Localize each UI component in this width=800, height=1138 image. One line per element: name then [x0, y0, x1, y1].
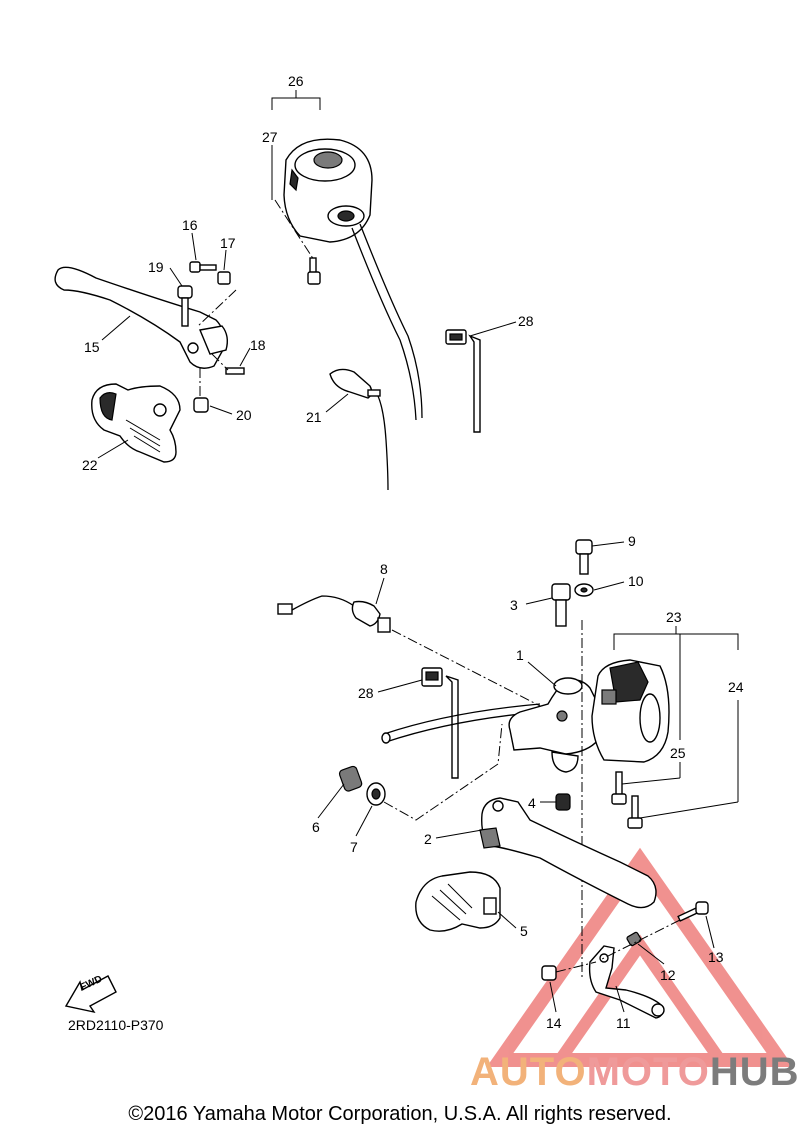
callout-16: 16 — [182, 217, 198, 233]
fwd-arrow-icon — [64, 975, 117, 1014]
diagram-code: 2RD2110-P370 — [68, 1017, 164, 1033]
watermark-logo — [486, 847, 794, 1067]
lever-holder-1 — [508, 677, 599, 773]
cable-band-28-upper — [445, 329, 481, 433]
callout-14: 14 — [546, 1015, 562, 1031]
switch-screw-27 — [274, 199, 321, 285]
assembly-line-18 — [211, 353, 229, 371]
watermark-hub: HUB — [709, 1050, 800, 1094]
callout-labels: 26 27 16 17 19 15 18 20 22 21 28 9 10 8 … — [82, 73, 744, 1031]
callout-20: 20 — [236, 407, 252, 423]
callout-7: 7 — [350, 839, 358, 855]
callout-5: 5 — [520, 923, 528, 939]
screw-25 — [611, 771, 627, 805]
bolt-16 — [189, 261, 217, 273]
callout-3: 3 — [510, 597, 518, 613]
watermark-auto: AUTO — [470, 1050, 587, 1094]
bracket-11 — [588, 945, 665, 1019]
bolt-13 — [677, 901, 709, 922]
switch-21-wire — [377, 395, 389, 491]
lever-cover-5 — [415, 871, 501, 932]
leader-lines — [97, 90, 739, 1013]
switch-cable — [351, 223, 423, 421]
screw-9 — [575, 539, 593, 575]
callout-19: 19 — [148, 259, 164, 275]
callout-11: 11 — [616, 1015, 631, 1031]
collar-12 — [626, 931, 642, 947]
assembly-line-14 — [555, 961, 597, 973]
callout-18: 18 — [250, 337, 266, 353]
locknut-7 — [366, 782, 386, 806]
watermark-text: AUTOMOTOHUB — [470, 1050, 800, 1095]
callout-12: 12 — [660, 967, 676, 983]
screw-24 — [627, 795, 643, 829]
callout-8: 8 — [380, 561, 388, 577]
clutch-lever — [54, 266, 229, 369]
callout-28-lower: 28 — [358, 685, 374, 701]
nut-17 — [217, 271, 231, 285]
cable-band-28-lower — [421, 667, 459, 779]
nut-4 — [555, 793, 571, 811]
callout-22: 22 — [82, 457, 98, 473]
assembly-line-6-7 — [383, 723, 503, 821]
brake-lever-2 — [479, 797, 657, 909]
nut-20 — [193, 397, 209, 413]
adjuster-6 — [338, 765, 363, 792]
screw-18 — [225, 367, 245, 375]
lever-holder-cover — [91, 383, 181, 463]
callout-9: 9 — [628, 533, 636, 549]
assembly-line-17 — [197, 289, 237, 327]
handlebar-switch-left — [283, 138, 373, 243]
callout-2: 2 — [424, 831, 432, 847]
nut-14 — [541, 965, 557, 981]
washer-10 — [574, 583, 594, 597]
callout-27: 27 — [262, 129, 278, 145]
callout-17: 17 — [220, 235, 236, 251]
bolt-19 — [177, 285, 193, 327]
callout-23: 23 — [666, 609, 682, 625]
clutch-switch-8 — [277, 595, 391, 633]
callout-28-upper: 28 — [518, 313, 534, 329]
callout-25: 25 — [670, 745, 686, 761]
watermark-moto: MOTO — [586, 1050, 710, 1094]
callout-6: 6 — [312, 819, 320, 835]
handlebar-switch-right — [591, 659, 670, 763]
callout-26: 26 — [288, 73, 304, 89]
callout-4: 4 — [528, 795, 536, 811]
callout-24: 24 — [728, 679, 744, 695]
cable-end — [381, 732, 391, 744]
callout-13: 13 — [708, 949, 724, 965]
callout-15: 15 — [84, 339, 100, 355]
callout-1: 1 — [516, 647, 524, 663]
callout-21: 21 — [306, 409, 322, 425]
bolt-3 — [551, 583, 571, 627]
clutch-switch-21 — [329, 368, 381, 399]
assembly-line-8 — [391, 629, 549, 711]
assembly-line-13 — [599, 919, 681, 961]
copyright-notice: ©2016 Yamaha Motor Corporation, U.S.A. A… — [128, 1103, 672, 1125]
callout-10: 10 — [628, 573, 644, 589]
